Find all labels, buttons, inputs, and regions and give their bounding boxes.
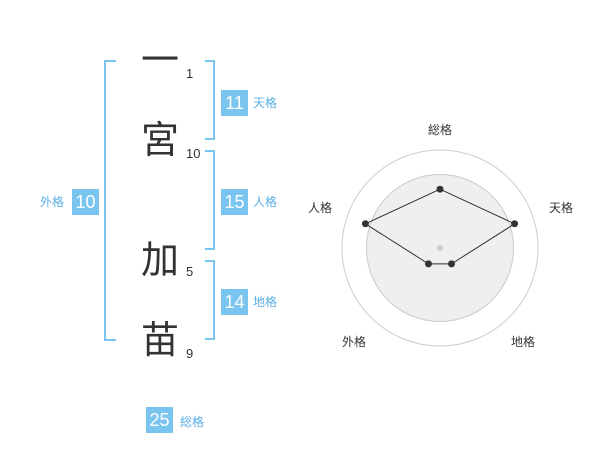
chikaku-badge: 14 [221, 289, 248, 315]
name-char-2: 宮 [140, 118, 179, 162]
radar-chart: 総格 天格 地格 外格 人格 [308, 122, 573, 349]
soukaku-badge: 25 [146, 407, 173, 433]
gaikaku-label: 外格 [40, 195, 65, 209]
jinkaku-label: 人格 [253, 195, 278, 209]
stroke-count-3: 5 [186, 264, 194, 279]
radar-label-chikaku: 地格 [511, 334, 535, 349]
stroke-count-1: 1 [186, 66, 194, 81]
jinkaku-bracket [205, 150, 215, 250]
name-char-4: 苗 [140, 318, 179, 362]
stroke-count-2: 10 [186, 146, 201, 161]
chikaku-bracket [205, 260, 215, 340]
jinkaku-badge: 15 [221, 189, 248, 215]
stroke-count-4: 9 [186, 346, 194, 361]
radar-label-soukaku: 総格 [428, 122, 452, 137]
radar-polygon [364, 188, 516, 265]
radar-point-4 [424, 260, 432, 268]
gaikaku-bracket [104, 60, 116, 341]
tenkaku-bracket [205, 60, 215, 140]
chikaku-label: 地格 [253, 295, 278, 309]
radar-label-jinkaku: 人格 [308, 200, 332, 215]
name-char-1: 一 [140, 38, 179, 82]
tenkaku-badge: 11 [221, 90, 248, 116]
radar-point-3 [448, 260, 456, 268]
radar-label-tenkaku: 天格 [549, 200, 573, 215]
radar-point-1 [436, 185, 444, 193]
gaikaku-badge: 10 [72, 189, 99, 215]
radar-center-dot [437, 245, 443, 251]
radar-point-5 [361, 220, 369, 228]
radar-point-2 [511, 220, 519, 228]
name-char-3: 加 [140, 238, 179, 282]
tenkaku-label: 天格 [253, 96, 278, 110]
radar-label-gaikaku: 外格 [342, 334, 366, 349]
soukaku-label: 総格 [180, 415, 205, 429]
